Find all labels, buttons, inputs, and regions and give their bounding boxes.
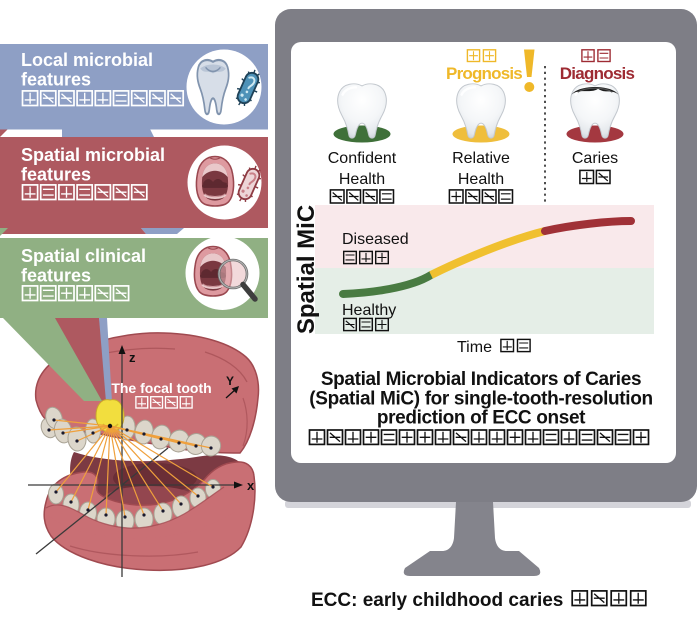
svg-text:features: features xyxy=(21,165,91,185)
svg-text:prediction of ECC onset: prediction of ECC onset xyxy=(377,408,586,429)
svg-text:x: x xyxy=(247,478,255,493)
svg-text:ECC: early childhood caries: ECC: early childhood caries xyxy=(311,590,563,611)
svg-text:Prognosis: Prognosis xyxy=(446,64,522,83)
svg-text:Spatial clinical: Spatial clinical xyxy=(21,246,146,266)
svg-text:features: features xyxy=(21,266,91,286)
svg-text:z: z xyxy=(129,350,136,365)
svg-text:Spatial MiC: Spatial MiC xyxy=(293,205,320,334)
svg-text:Local microbial: Local microbial xyxy=(21,50,153,70)
svg-text:Confident: Confident xyxy=(328,150,397,167)
svg-text:Diagnosis: Diagnosis xyxy=(560,64,635,83)
svg-text:(Spatial MiC) for single-tooth: (Spatial MiC) for single-tooth-resolutio… xyxy=(309,389,652,410)
svg-text:Y: Y xyxy=(226,374,234,388)
svg-text:Health: Health xyxy=(339,171,385,188)
svg-text:Spatial microbial: Spatial microbial xyxy=(21,145,165,165)
svg-text:Health: Health xyxy=(458,171,504,188)
svg-text:Spatial Microbial Indicators o: Spatial Microbial Indicators of Caries xyxy=(321,369,641,390)
svg-text:The focal tooth: The focal tooth xyxy=(111,380,211,396)
svg-text:Time: Time xyxy=(457,339,492,356)
svg-text:Healthy: Healthy xyxy=(342,302,396,319)
svg-text:Caries: Caries xyxy=(572,150,618,167)
svg-text:Relative: Relative xyxy=(452,150,510,167)
svg-text:Diseased: Diseased xyxy=(342,231,409,248)
svg-text:features: features xyxy=(21,70,91,90)
